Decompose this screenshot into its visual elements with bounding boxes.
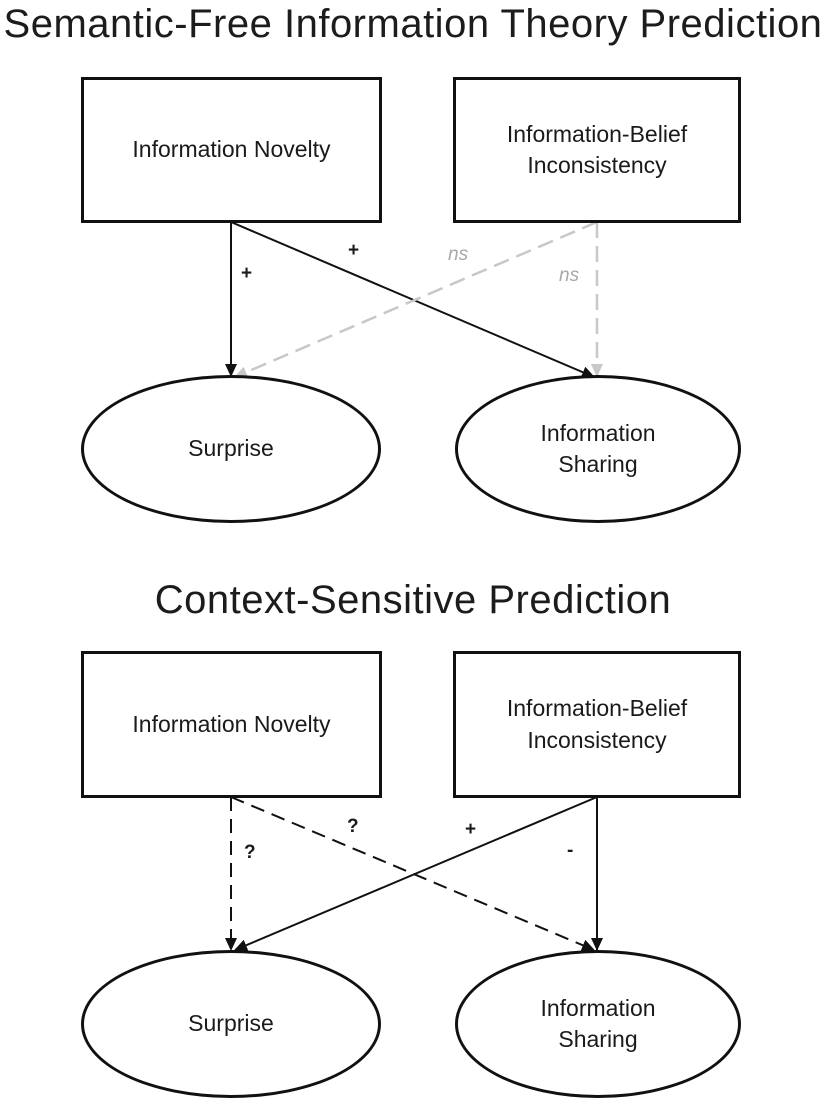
d2-node-surprise-label: Surprise: [188, 1010, 274, 1037]
d2-edge-label-novelty-sharing: ?: [347, 816, 359, 837]
d1-node-information-novelty-label: Information Novelty: [132, 136, 331, 163]
d2-node-information-novelty-label: Information Novelty: [132, 710, 331, 737]
d2-node-surprise: Surprise: [81, 950, 381, 1098]
d1-edge-label-inconsistency-surprise: ns: [448, 244, 469, 265]
d1-edge-label-inconsistency-sharing: ns: [559, 265, 580, 286]
d2-edge-label-novelty-surprise: ?: [244, 842, 256, 863]
edge-d2-novelty-sharing: [230, 796, 595, 951]
diagram-2-title: Context-Sensitive Prediction: [154, 578, 672, 622]
d1-edge-label-novelty-surprise: +: [241, 263, 253, 284]
diagram-1-title: Semantic-Free Information Theory Predict…: [3, 2, 823, 46]
d1-edge-label-novelty-sharing: +: [348, 240, 360, 261]
d2-node-information-belief-inconsistency-label: Information-Belief Inconsistency: [506, 695, 688, 753]
d2-node-information-novelty: Information Novelty: [81, 651, 382, 798]
d1-node-information-sharing: Information Sharing: [455, 375, 741, 523]
edge-d2-inconsistency-surprise: [234, 796, 598, 951]
d1-node-information-novelty: Information Novelty: [81, 77, 382, 223]
d2-node-information-sharing: Information Sharing: [455, 950, 741, 1098]
edge-d1-inconsistency-surprise: [234, 220, 598, 379]
d1-node-surprise-label: Surprise: [188, 435, 274, 462]
edge-d1-novelty-sharing: [230, 221, 595, 378]
d1-node-surprise: Surprise: [81, 375, 381, 523]
d2-node-information-belief-inconsistency: Information-Belief Inconsistency: [453, 651, 741, 798]
d2-edge-label-inconsistency-sharing: -: [567, 840, 574, 861]
d1-node-information-sharing-label: Information Sharing: [540, 419, 656, 477]
d2-edge-label-inconsistency-surprise: +: [465, 819, 477, 840]
d1-node-information-belief-inconsistency: Information-Belief Inconsistency: [453, 77, 741, 223]
d2-node-information-sharing-label: Information Sharing: [540, 994, 656, 1052]
d1-node-information-belief-inconsistency-label: Information-Belief Inconsistency: [506, 120, 688, 178]
